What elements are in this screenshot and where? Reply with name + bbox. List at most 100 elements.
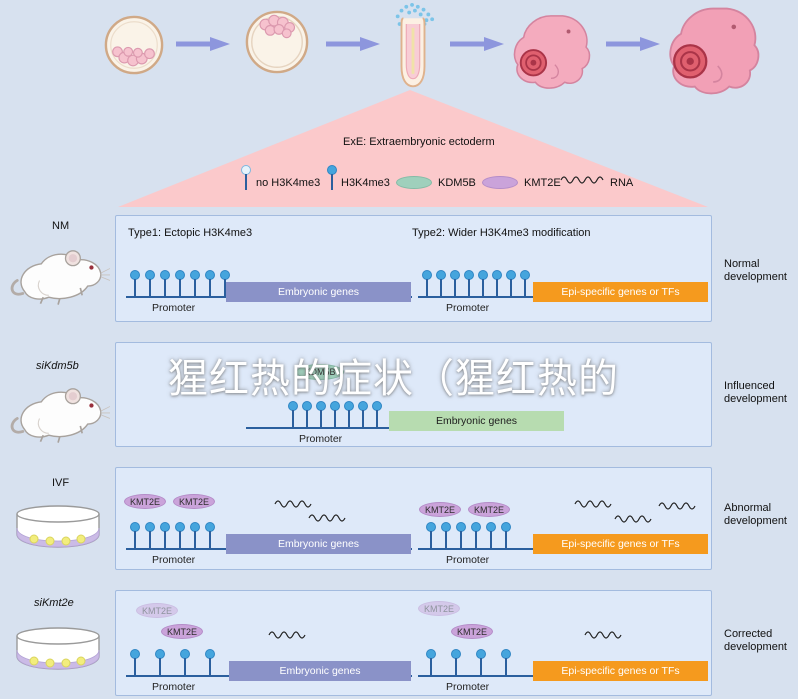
h3k4me3-lollipop-icon (478, 270, 488, 296)
h3k4me3-lollipop-icon (180, 649, 190, 675)
h3k4me3-lollipop-icon (160, 522, 170, 548)
h3k4me3-lollipop-icon (190, 270, 200, 296)
h3k4me3-lollipop-icon (464, 270, 474, 296)
h3k4me3-lollipop-icon (130, 649, 140, 675)
promoter-label: Promoter (446, 554, 490, 566)
h3k4me3-lollipop-icon (436, 270, 446, 296)
promoter-label: Promoter (446, 681, 490, 693)
mouse-icon (10, 250, 110, 305)
h3k4me3-lollipop-icon (145, 270, 155, 296)
h3k4me3-lollipop-icon (422, 270, 432, 296)
legend-title: ExE: Extraembryonic ectoderm (343, 136, 495, 148)
open-lollipop-icon (241, 165, 251, 190)
h3k4me3-lollipop-icon (205, 649, 215, 675)
rna-wavy-line-icon (560, 176, 604, 184)
h3k4me3-lollipop-icon (372, 401, 382, 427)
h3k4me3-lollipop-icon (344, 401, 354, 427)
arrow-right-icon (326, 37, 380, 51)
h3k4me3-lollipop-icon (492, 270, 502, 296)
h3k4me3-lollipop-icon (160, 270, 170, 296)
h3k4me3-lollipop-icon (220, 270, 230, 296)
h3k4me3-lollipop-icon (506, 270, 516, 296)
h3k4me3-lollipop-icon (426, 649, 436, 675)
mouse-icon (10, 388, 110, 443)
outcome-label-abnormal: Abnormal development (724, 502, 787, 527)
embryonic-genes-box: Embryonic genes (226, 282, 411, 302)
arrow-right-icon (176, 37, 230, 51)
rna-wavy-line-icon (274, 500, 312, 508)
blastocyst-cells-top-icon (245, 10, 309, 74)
petri-dish-icon (16, 627, 100, 670)
kdm5b-enzyme-oval: KDM5B (296, 364, 344, 380)
embryonic-genes-box: Embryonic genes (389, 411, 564, 431)
legend-item-label: H3K4me3 (341, 177, 390, 189)
late-fetus-icon (669, 7, 760, 95)
outcome-label-influenced: Influenced development (724, 380, 787, 405)
epi-specific-genes-box: Epi-specific genes or TFs (533, 661, 708, 681)
filled-lollipop-icon (327, 165, 337, 190)
h3k4me3-lollipop-icon (456, 522, 466, 548)
promoter-label: Promoter (299, 433, 343, 445)
kmt2e-enzyme-oval-faded: KMT2E (418, 601, 460, 616)
kdm5b-oval-icon (396, 176, 432, 189)
kmt2e-enzyme-oval: KMT2E (451, 624, 493, 639)
zoom-funnel-shape (118, 90, 708, 207)
panel-sikmt2e: KMT2E KMT2E Embryonic genes Promoter KMT… (115, 590, 712, 696)
watermark-text: 猩红热的症状（猩红热的 (168, 357, 619, 401)
model-label-sikdm5b: siKdm5b (36, 360, 79, 372)
epi-specific-genes-box: Epi-specific genes or TFs (533, 282, 708, 302)
h3k4me3-lollipop-icon (288, 401, 298, 427)
early-fetus-icon (513, 15, 591, 89)
type1-annotation: Type1: Ectopic H3K4me3 (128, 227, 253, 239)
panel-sikdm5b: KDM5B Embryonic genes Promoter (115, 342, 712, 447)
kmt2e-enzyme-oval: KMT2E (161, 624, 203, 639)
legend-item-label: RNA (610, 177, 634, 189)
h3k4me3-lollipop-icon (130, 522, 140, 548)
rna-wavy-line-icon (614, 515, 652, 523)
promoter-label: Promoter (152, 554, 196, 566)
embryonic-genes-box: Embryonic genes (229, 661, 411, 681)
model-label-nm: NM (52, 220, 70, 232)
h3k4me3-lollipop-icon (190, 522, 200, 548)
arrow-right-icon (450, 37, 504, 51)
model-label-ivf: IVF (52, 477, 70, 489)
rna-wavy-line-icon (268, 631, 306, 639)
h3k4me3-lollipop-icon (501, 522, 511, 548)
h3k4me3-lollipop-icon (155, 649, 165, 675)
embryonic-genes-box: Embryonic genes (226, 534, 411, 554)
h3k4me3-lollipop-icon (520, 270, 530, 296)
rna-wavy-line-icon (584, 631, 622, 639)
h3k4me3-lollipop-icon (316, 401, 326, 427)
panel-nm: Type1: Ectopic H3K4me3 Type2: Wider H3K4… (115, 215, 712, 322)
h3k4me3-lollipop-icon (426, 522, 436, 548)
kmt2e-enzyme-oval: KMT2E (468, 502, 510, 517)
type2-annotation: Type2: Wider H3K4me3 modification (412, 227, 591, 239)
h3k4me3-lollipop-icon (450, 270, 460, 296)
h3k4me3-lollipop-icon (441, 522, 451, 548)
legend-item-label: KDM5B (438, 177, 476, 189)
h3k4me3-lollipop-icon (476, 649, 486, 675)
h3k4me3-lollipop-icon (358, 401, 368, 427)
model-label-sikmt2e: siKmt2e (34, 597, 74, 609)
blastocyst-cells-bottom-icon (104, 15, 164, 75)
kmt2e-enzyme-oval: KMT2E (173, 494, 215, 509)
legend-item-label: KMT2E (524, 177, 561, 189)
panel-ivf: KMT2E KMT2E Embryonic genes Promoter KMT… (115, 467, 712, 570)
kmt2e-enzyme-oval: KMT2E (124, 494, 166, 509)
h3k4me3-lollipop-icon (471, 522, 481, 548)
rna-wavy-line-icon (574, 500, 612, 508)
promoter-label: Promoter (152, 681, 196, 693)
outcome-label-normal: Normal development (724, 258, 787, 283)
arrow-right-icon (606, 37, 660, 51)
epi-specific-genes-box: Epi-specific genes or TFs (533, 534, 708, 554)
rna-wavy-line-icon (308, 514, 346, 522)
outcome-label-corrected: Corrected development (724, 628, 787, 653)
h3k4me3-lollipop-icon (175, 522, 185, 548)
promoter-label: Promoter (152, 302, 196, 314)
h3k4me3-lollipop-icon (302, 401, 312, 427)
kmt2e-enzyme-oval-faded: KMT2E (136, 603, 178, 618)
petri-dish-icon (16, 505, 100, 548)
h3k4me3-lollipop-icon (451, 649, 461, 675)
kmt2e-enzyme-oval: KMT2E (419, 502, 461, 517)
